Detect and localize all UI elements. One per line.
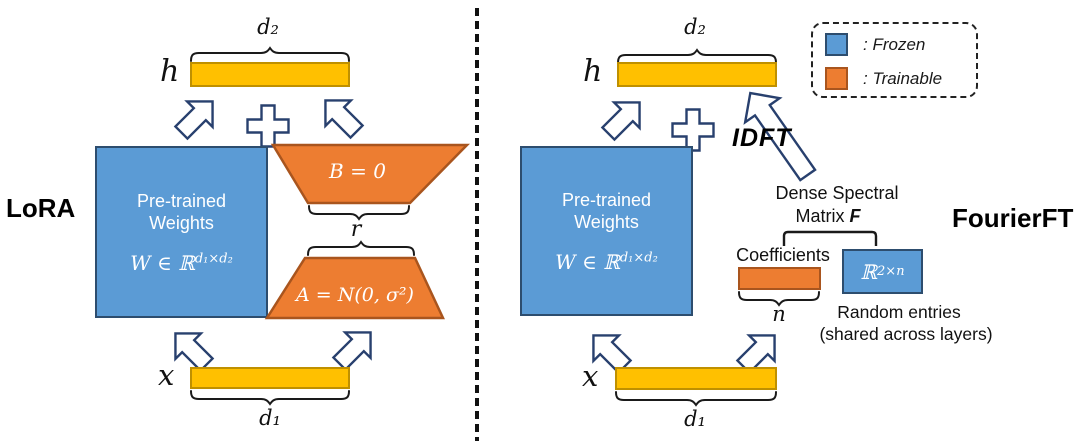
lora-pretrained-line1: Pre-trained xyxy=(136,190,227,211)
lora-h-vector xyxy=(190,62,350,87)
ft-random-entries-label: Random entries xyxy=(837,302,961,322)
ft-pretrained-line2: Weights xyxy=(574,212,639,232)
ft-r2n-base: ℝ xyxy=(860,259,878,284)
lora-b-label: B = 0 xyxy=(329,159,386,183)
ft-d2-label: d₂ xyxy=(684,15,706,39)
ft-matrix-word: Matrix xyxy=(795,206,845,226)
lora-r-overbrace-icon xyxy=(307,240,415,256)
lora-d1-underbrace-icon xyxy=(190,390,350,406)
lora-d1-label: d₁ xyxy=(259,406,281,430)
lora-title: LoRA xyxy=(6,193,76,223)
lora-bottom-right-arrow-icon xyxy=(331,331,372,372)
lora-r-underbrace-icon xyxy=(308,205,410,221)
ft-dense-spectral-label: Dense Spectral xyxy=(775,183,899,203)
trainable-label: : Trainable xyxy=(863,68,943,88)
ft-x-label: x xyxy=(582,359,599,393)
lora-w-base: W ∈ ℝ xyxy=(130,250,195,275)
lora-w-sup: d₁×d₂ xyxy=(194,250,233,266)
ft-d1-underbrace-icon xyxy=(615,391,777,407)
ft-bottom-right-arrow-icon xyxy=(735,334,776,375)
lora-right-up-arrow-icon xyxy=(324,99,365,140)
legend-box: : Frozen : Trainable xyxy=(811,22,978,98)
lora-d2-overbrace-icon xyxy=(190,46,350,62)
ft-plus-icon xyxy=(671,108,715,152)
lora-h-label: h xyxy=(160,54,180,89)
ft-left-up-arrow-icon xyxy=(600,101,641,142)
lora-r-label: r xyxy=(350,217,362,242)
ft-idft-label: IDFT xyxy=(732,124,792,152)
ft-h-vector xyxy=(617,62,777,87)
ft-bottom-left-arrow-icon xyxy=(592,334,633,375)
frozen-label: : Frozen xyxy=(863,34,926,54)
fourierft-title: FourierFT xyxy=(952,203,1074,233)
panel-divider xyxy=(475,8,479,441)
legend-trainable-row: : Trainable xyxy=(825,67,942,90)
ft-coefficients-vector xyxy=(738,267,821,290)
ft-f-symbol: F xyxy=(849,206,861,226)
ft-r2n-sup: 2×n xyxy=(877,264,905,279)
ft-w-sup: d₁×d₂ xyxy=(619,249,658,265)
ft-d2-overbrace-icon xyxy=(617,48,777,64)
ft-n-label: n xyxy=(772,302,786,326)
ft-pretrained-line1: Pre-trained xyxy=(561,189,652,210)
lora-pretrained-weights-box: Pre-trained Weights W ∈ ℝd₁×d₂ xyxy=(95,146,268,318)
lora-pretrained-line2: Weights xyxy=(149,213,214,233)
lora-b-trapezoid xyxy=(270,143,470,205)
ft-idft-arrow-icon xyxy=(743,91,817,182)
lora-x-label: x xyxy=(158,358,175,392)
ft-n-underbrace-icon xyxy=(738,291,820,307)
ft-shared-layers-label: (shared across layers) xyxy=(819,324,993,344)
lora-bottom-left-arrow-icon xyxy=(174,332,215,373)
lora-a-label: A = N(0, σ²) xyxy=(296,284,414,306)
ft-f-bracket-icon xyxy=(782,230,878,246)
ft-d1-label: d₁ xyxy=(684,407,706,431)
trainable-swatch-icon xyxy=(825,67,848,90)
ft-h-label: h xyxy=(583,54,603,89)
frozen-swatch-icon xyxy=(825,33,848,56)
lora-d2-label: d₂ xyxy=(257,15,279,39)
ft-x-vector xyxy=(615,367,777,390)
lora-x-vector xyxy=(190,367,350,389)
ft-pretrained-weights-box: Pre-trained Weights W ∈ ℝd₁×d₂ xyxy=(520,146,693,316)
lora-plus-icon xyxy=(246,104,290,148)
ft-matrix-f-label: Matrix F xyxy=(742,206,914,228)
ft-coefficients-label: Coefficients xyxy=(736,245,830,265)
ft-w-formula: W ∈ ℝd₁×d₂ xyxy=(555,250,658,274)
lora-left-up-arrow-icon xyxy=(173,100,214,141)
lora-w-formula: W ∈ ℝd₁×d₂ xyxy=(130,251,233,275)
ft-w-base: W ∈ ℝ xyxy=(555,249,620,274)
lora-a-trapezoid xyxy=(264,256,445,320)
legend-frozen-row: : Frozen xyxy=(825,33,925,56)
